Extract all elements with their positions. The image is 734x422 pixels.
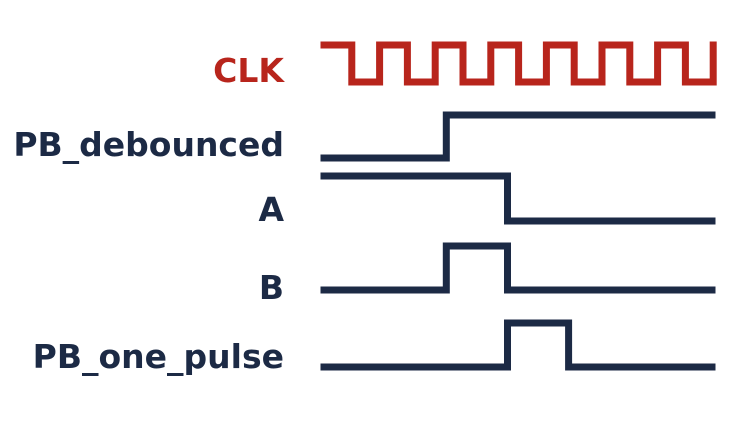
signal-clk: CLK — [213, 41, 717, 90]
waveform-clk — [320, 41, 717, 86]
waveform-pb-debounced — [320, 111, 716, 162]
signal-pb-one-pulse: PB_one_pulse — [33, 319, 716, 376]
signal-b: B — [259, 242, 716, 307]
label-a: A — [258, 190, 284, 229]
label-clk: CLK — [213, 51, 285, 90]
signal-a: A — [258, 172, 716, 229]
waveform-pb-one-pulse — [320, 319, 716, 371]
label-pb-one-pulse: PB_one_pulse — [33, 337, 284, 376]
label-pb-debounced: PB_debounced — [13, 125, 284, 164]
signal-pb-debounced: PB_debounced — [13, 111, 716, 164]
label-b: B — [259, 268, 284, 307]
waveform-a — [320, 172, 716, 225]
waveform-b — [320, 242, 716, 294]
